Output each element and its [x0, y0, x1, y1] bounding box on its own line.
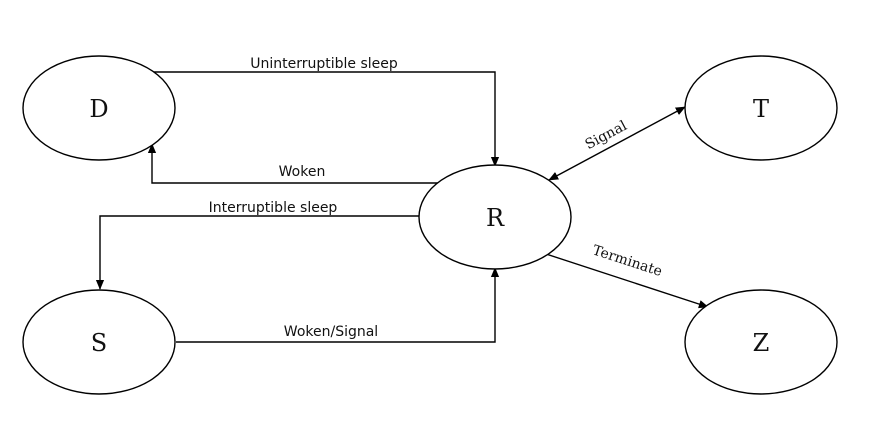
label-uninterruptible-sleep: Uninterruptible sleep	[250, 56, 398, 72]
state-node-s: S	[22, 289, 176, 395]
state-label-s: S	[91, 329, 107, 357]
edge-woken	[147, 143, 440, 184]
state-node-t: T	[684, 55, 838, 161]
label-interruptible-sleep: Interruptible sleep	[209, 200, 338, 216]
state-node-r: R	[418, 164, 572, 270]
label-woken: Woken	[279, 164, 326, 180]
state-label-t: T	[753, 95, 769, 123]
edge-uninterruptible-sleep	[152, 71, 500, 167]
edge-terminate	[545, 253, 709, 309]
state-label-r: R	[486, 204, 505, 232]
label-signal: Signal	[583, 118, 631, 153]
state-node-d: D	[22, 55, 176, 161]
label-woken-signal: Woken/Signal	[284, 324, 378, 340]
label-terminate: Terminate	[590, 242, 664, 280]
edge-woken-signal	[176, 267, 500, 343]
state-label-z: Z	[753, 329, 770, 357]
state-node-z: Z	[684, 289, 838, 395]
edge-interruptible-sleep	[95, 215, 420, 290]
edge-signal	[548, 106, 686, 181]
state-label-d: D	[89, 95, 108, 123]
